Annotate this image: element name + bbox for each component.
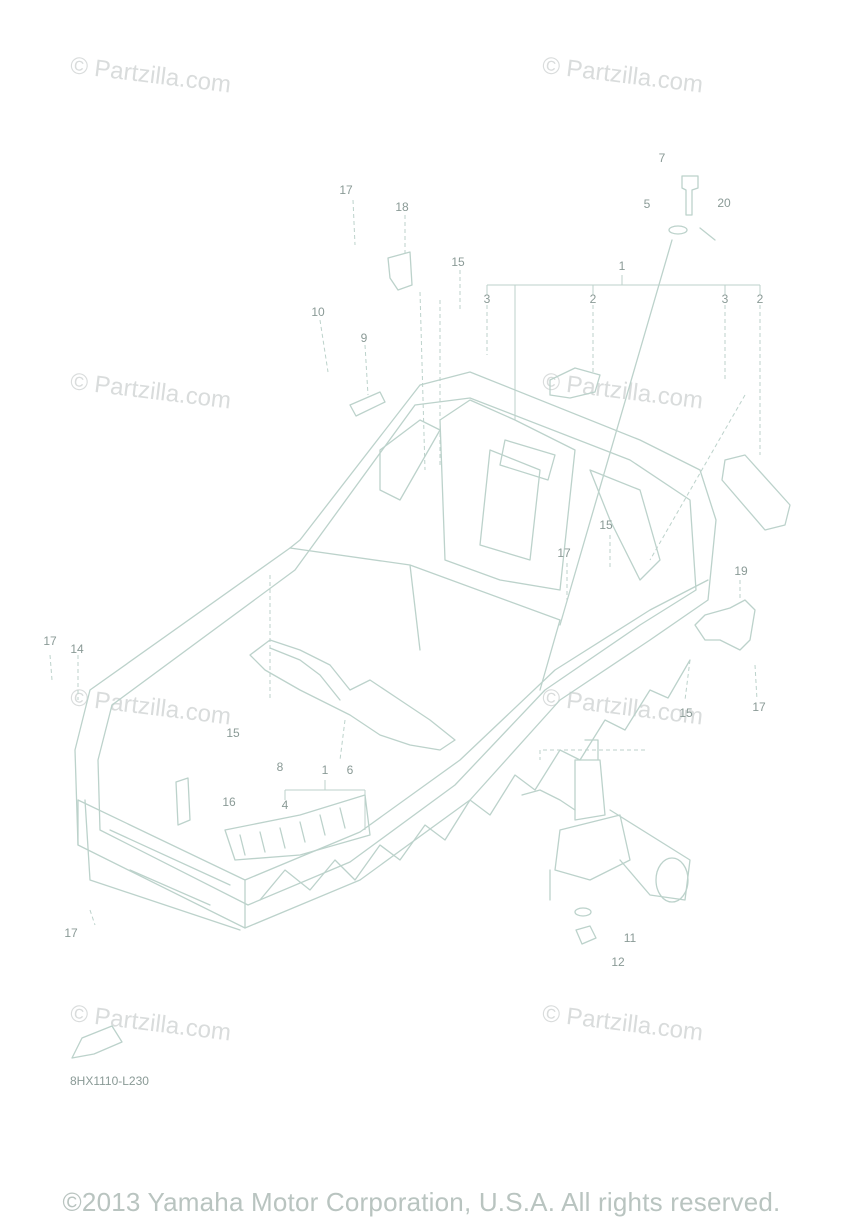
callout-9: 9 — [360, 331, 368, 345]
diagram-code: 8HX1110-L230 — [70, 1074, 149, 1088]
part-7-bolt — [681, 175, 699, 216]
callout-11: 11 — [623, 931, 637, 945]
callout-bracket-1-top — [486, 275, 761, 420]
callout-18: 18 — [395, 200, 409, 214]
part-16-bracket — [175, 777, 191, 826]
brace-left — [379, 419, 441, 501]
fwd-arrow-icon — [71, 1025, 123, 1059]
callout-2: 2 — [589, 292, 597, 306]
part-6-cover — [249, 639, 456, 751]
motor-end — [655, 857, 689, 903]
brace-right — [589, 469, 661, 581]
callout-15: 15 — [599, 518, 613, 532]
callout-3: 3 — [721, 292, 729, 306]
part-11-washer — [574, 907, 592, 917]
callout-17: 17 — [557, 546, 571, 560]
tunnel-hole — [499, 439, 556, 481]
callout-19: 19 — [734, 564, 748, 578]
callout-bracket-1-bottom — [284, 780, 366, 830]
part-2-pad-left — [549, 367, 601, 399]
part-12-nut — [575, 925, 597, 945]
part-20-pin — [699, 227, 716, 241]
callout-10: 10 — [311, 305, 325, 319]
hull-frame-inner — [97, 397, 697, 906]
steering-wire — [521, 789, 576, 811]
steering-column — [549, 739, 691, 901]
callout-14: 14 — [70, 642, 84, 656]
truss-web — [259, 659, 691, 901]
callout-15: 15 — [679, 706, 693, 720]
callout-3: 3 — [483, 292, 491, 306]
callout-15: 15 — [451, 255, 465, 269]
center-tunnel — [439, 399, 576, 591]
copyright-notice: ©2013 Yamaha Motor Corporation, U.S.A. A… — [62, 1187, 781, 1217]
callout-1: 1 — [321, 763, 329, 777]
hull-frame-outline — [74, 371, 717, 929]
part-19-bracket — [694, 599, 756, 651]
callout-20: 20 — [717, 196, 731, 210]
part-9-plate — [349, 391, 386, 417]
part-4-mat — [224, 794, 371, 861]
callout-15: 15 — [226, 726, 240, 740]
front-bulkhead — [84, 799, 241, 931]
callout-8: 8 — [276, 760, 284, 774]
part-2-pad-right — [721, 454, 791, 531]
callout-17: 17 — [339, 183, 353, 197]
callout-1: 1 — [618, 259, 626, 273]
callout-12: 12 — [611, 955, 625, 969]
callout-4: 4 — [281, 798, 289, 812]
part-1-rod — [559, 239, 673, 626]
callout-7: 7 — [658, 151, 666, 165]
part-5-washer — [668, 225, 688, 235]
hull-side-rail — [77, 579, 709, 929]
callout-2: 2 — [756, 292, 764, 306]
engine-bay — [289, 547, 561, 691]
part-18-bracket — [387, 251, 413, 291]
callout-5: 5 — [643, 197, 651, 211]
callout-17: 17 — [43, 634, 57, 648]
callout-6: 6 — [346, 763, 354, 777]
callout-17: 17 — [64, 926, 78, 940]
callout-16: 16 — [222, 795, 236, 809]
callout-17: 17 — [752, 700, 766, 714]
